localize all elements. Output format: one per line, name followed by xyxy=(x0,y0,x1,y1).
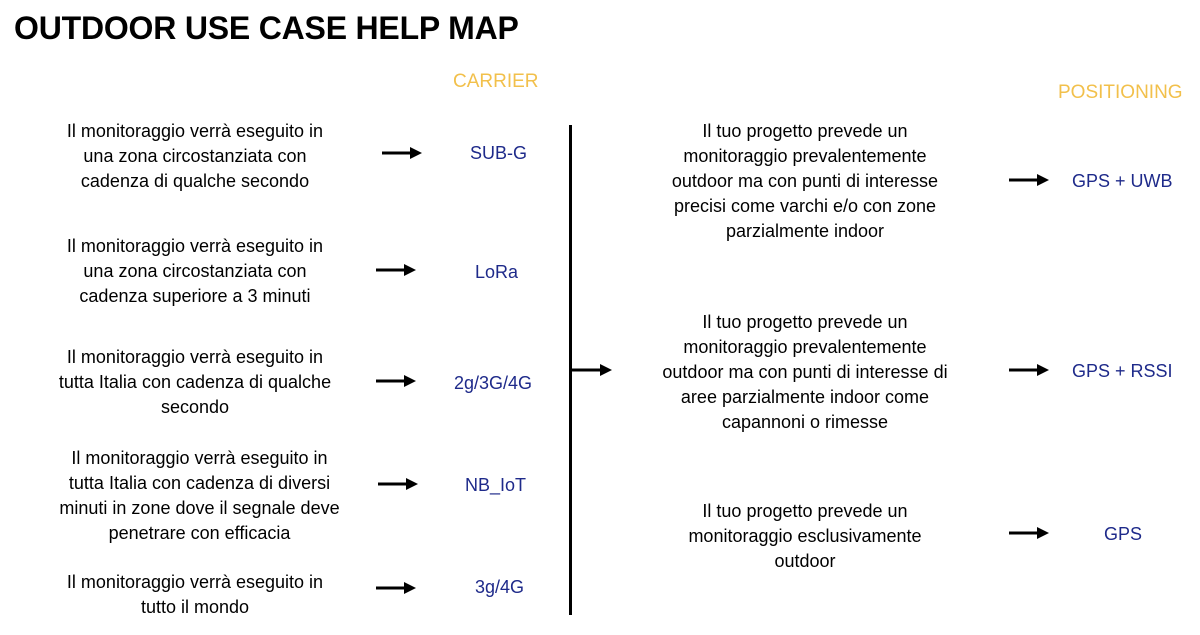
positioning-condition-2: Il tuo progetto prevede un monitoraggio … xyxy=(620,310,990,435)
arrow-right-icon xyxy=(382,147,422,159)
arrow-right-icon xyxy=(1009,364,1049,376)
condition-line: cadenza di qualche secondo xyxy=(80,171,310,191)
page-title: OUTDOOR USE CASE HELP MAP xyxy=(14,10,519,46)
condition-line: Il monitoraggio verrà eseguito in xyxy=(71,448,328,468)
condition-line: precisi come varchi e/o con zone xyxy=(673,196,937,216)
condition-line: minuti in zone dove il segnale deve xyxy=(59,498,340,518)
condition-line: Il monitoraggio verrà eseguito in xyxy=(66,236,324,256)
carrier-condition-4: Il monitoraggio verrà eseguito in tutta … xyxy=(22,446,377,546)
condition-line: outdoor ma con punti di interesse di xyxy=(662,362,948,382)
positioning-condition-1: Il tuo progetto prevede un monitoraggio … xyxy=(620,119,990,244)
positioning-header: POSITIONING xyxy=(1058,82,1183,103)
condition-line: tutto il mondo xyxy=(140,597,250,617)
positioning-result-3: GPS xyxy=(1104,524,1143,544)
arrow-right-icon xyxy=(572,364,612,376)
arrow-right-icon xyxy=(1009,527,1049,539)
carrier-result-2: LoRa xyxy=(475,262,519,282)
condition-line: Il tuo progetto prevede un xyxy=(702,121,908,141)
condition-line: una zona circostanziata con xyxy=(83,261,307,281)
carrier-result-1: SUB-G xyxy=(470,143,528,163)
condition-line: parzialmente indoor xyxy=(725,221,885,241)
condition-line: monitoraggio prevalentemente xyxy=(683,146,927,166)
condition-line: capannoni o rimesse xyxy=(721,412,889,432)
condition-line: tutta Italia con cadenza di qualche xyxy=(58,372,332,392)
arrow-right-icon xyxy=(376,264,416,276)
carrier-condition-2: Il monitoraggio verrà eseguito in una zo… xyxy=(20,234,370,309)
positioning-result-2: GPS + RSSI xyxy=(1072,361,1173,381)
condition-line: Il monitoraggio verrà eseguito in xyxy=(66,121,324,141)
carrier-result-5: 3g/4G xyxy=(475,577,525,597)
positioning-condition-3: Il tuo progetto prevede un monitoraggio … xyxy=(620,499,990,574)
arrow-right-icon xyxy=(1009,174,1049,186)
arrow-right-icon xyxy=(376,375,416,387)
carrier-condition-5: Il monitoraggio verrà eseguito in tutto … xyxy=(20,570,370,620)
condition-line: tutta Italia con cadenza di diversi xyxy=(68,473,331,493)
condition-line: cadenza superiore a 3 minuti xyxy=(79,286,311,306)
carrier-condition-3: Il monitoraggio verrà eseguito in tutta … xyxy=(20,345,370,420)
condition-line: outdoor ma con punti di interesse xyxy=(671,171,939,191)
carrier-result-4: NB_IoT xyxy=(465,475,527,495)
carrier-result-3: 2g/3G/4G xyxy=(454,373,533,393)
condition-line: Il tuo progetto prevede un xyxy=(702,501,908,521)
carrier-condition-1: Il monitoraggio verrà eseguito in una zo… xyxy=(20,119,370,194)
condition-line: penetrare con efficacia xyxy=(108,523,291,543)
condition-line: Il tuo progetto prevede un xyxy=(702,312,908,332)
positioning-result-1: GPS + UWB xyxy=(1072,171,1173,191)
condition-line: aree parzialmente indoor come xyxy=(680,387,930,407)
arrow-right-icon xyxy=(378,478,418,490)
condition-line: monitoraggio prevalentemente xyxy=(683,337,927,357)
condition-line: monitoraggio esclusivamente xyxy=(688,526,922,546)
arrow-right-icon xyxy=(376,582,416,594)
condition-line: Il monitoraggio verrà eseguito in xyxy=(66,572,324,592)
carrier-header: CARRIER xyxy=(453,71,539,92)
condition-line: secondo xyxy=(160,397,230,417)
condition-line: outdoor xyxy=(774,551,836,571)
condition-line: Il monitoraggio verrà eseguito in xyxy=(66,347,324,367)
condition-line: una zona circostanziata con xyxy=(83,146,307,166)
column-divider xyxy=(569,125,572,615)
